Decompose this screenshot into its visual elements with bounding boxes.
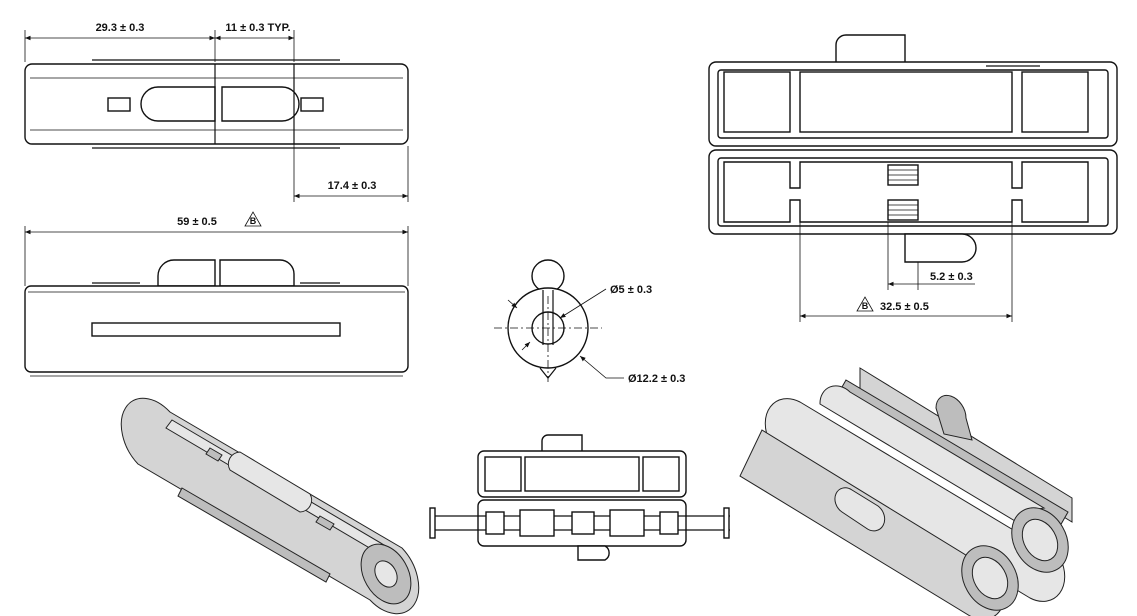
cable-end-left [429,507,436,539]
iso-latch [227,451,313,513]
datum-letter: B [250,216,257,226]
dim-17-4: 17.4 ± 0.3 [328,180,377,192]
open-latch-top [835,34,906,65]
side-latch-right [219,259,295,287]
side-latch-left [157,259,216,287]
iso-cylinder-body [120,397,420,615]
dim-dia-5: Ø5 ± 0.3 [610,284,652,296]
side-slot [91,322,341,337]
isometric-closed [120,397,420,615]
open-view: 5.2 ± 0.3 B 32.5 ± 0.5 [708,34,1118,322]
latch-left [140,86,216,122]
end-view: Ø5 ± 0.3 Ø12.2 ± 0.3 [494,259,685,385]
datum-letter-2: B [862,301,869,311]
dim-5-2: 5.2 ± 0.3 [930,271,973,283]
iso-open-latch-bottom [834,487,886,532]
dim-11-typ: 11 ± 0.3 TYP. [225,22,290,34]
top-view: 29.3 ± 0.3 11 ± 0.3 TYP. 17.4 ± 0.3 [24,22,409,202]
dim-dia-12-2: Ø12.2 ± 0.3 [628,373,685,385]
iso-side-slot [177,487,331,583]
assembled-latch-bottom [577,545,610,561]
cable-end-right [723,507,730,539]
assembled-view [429,434,730,561]
isometric-open [739,367,1073,616]
iso-open-latch-top [935,394,973,441]
dim-59: 59 ± 0.5 [177,216,217,228]
iso-cylinder-bore [374,560,398,588]
slot-right [300,97,324,112]
latch-right [221,86,300,122]
open-latch-bottom [904,233,977,263]
assembled-latch-top [541,434,583,453]
dim-32-5: 32.5 ± 0.5 [880,301,929,313]
datum-triangle-2 [856,296,874,312]
center-tab-upper [887,164,919,186]
center-tab-lower [887,199,919,221]
dim-29-3: 29.3 ± 0.3 [96,22,145,34]
side-view: 59 ± 0.5 B [24,211,409,377]
body-outline [24,63,409,145]
slot-left [107,97,131,112]
datum-triangle [244,211,262,227]
end-latch [531,259,565,293]
